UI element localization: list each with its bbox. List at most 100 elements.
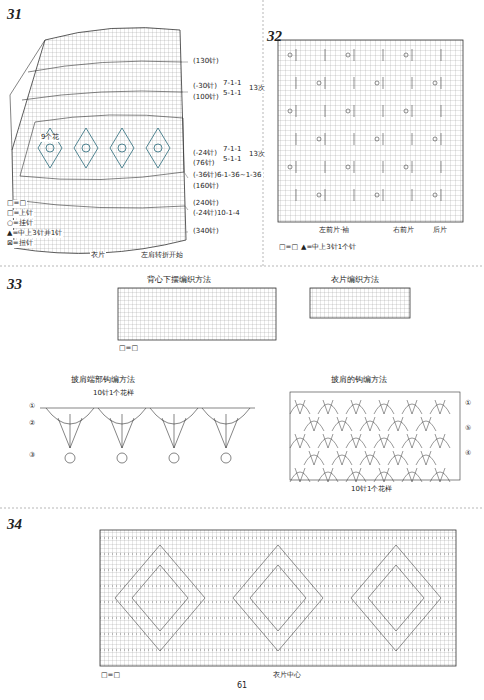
chart-label: 后片	[432, 227, 448, 235]
chart-stroke	[354, 49, 355, 61]
chart-label: 背心下摆编织方法	[146, 276, 212, 285]
chart-label: 10针1个花样	[350, 486, 393, 494]
chart-stroke	[110, 128, 134, 168]
chart-label: 左前片·袖	[318, 227, 350, 235]
chart-stroke	[296, 77, 297, 89]
chart-stroke	[146, 128, 170, 168]
chart-stroke	[325, 161, 326, 173]
chart-label: (76针)	[192, 160, 215, 168]
chart-stroke	[402, 438, 422, 448]
chart-stroke	[58, 414, 82, 448]
chart-label: ⊠=扭针	[6, 240, 34, 248]
chart-label: ○=挂针	[6, 220, 34, 228]
chart-stroke	[290, 472, 310, 482]
chart-stroke	[325, 133, 326, 145]
chart-stroke	[404, 165, 408, 169]
chart-label: (160针)	[192, 183, 220, 191]
chart-stroke	[288, 165, 292, 169]
chart-stroke	[117, 453, 127, 463]
chart-stroke	[346, 472, 366, 482]
chart-label: □=□	[118, 345, 139, 353]
section-number: 32	[266, 28, 283, 45]
chart-stroke	[46, 144, 54, 152]
chart-label: ▲=中上3针并1针	[6, 230, 63, 238]
chart-stroke	[412, 161, 413, 173]
chart-stroke	[100, 618, 456, 619]
chart-stroke	[430, 438, 450, 448]
chart-stroke	[40, 408, 255, 409]
chart-stroke	[383, 189, 384, 201]
chart-stroke	[325, 105, 326, 117]
chart-label: 左肩转折开始	[140, 252, 184, 260]
chart-stroke	[288, 109, 292, 113]
chart-stroke	[325, 189, 326, 201]
chart-stroke	[100, 570, 456, 571]
chart-stroke	[309, 451, 319, 465]
chart-label: 9个花	[40, 134, 60, 142]
chart-stroke	[214, 414, 238, 448]
chart-stroke	[233, 545, 323, 651]
chart-label: (-24针)10-1-4	[192, 210, 241, 218]
chart-stroke	[288, 53, 292, 57]
chart-stroke	[375, 81, 379, 85]
chart-stroke	[318, 472, 338, 482]
chart-stroke	[404, 109, 408, 113]
chart-label: ④	[464, 450, 472, 458]
chart-stroke	[412, 49, 413, 61]
section-number: 33	[6, 276, 23, 293]
chart-label: 13次	[248, 85, 266, 93]
chart-label: 衣片	[90, 252, 106, 260]
chart-label: (100针)	[192, 94, 220, 102]
chart-stroke	[332, 421, 352, 431]
chart-stroke	[38, 128, 62, 168]
chart-stroke	[354, 77, 355, 89]
chart-stroke	[383, 133, 384, 145]
chart-stroke	[430, 404, 450, 414]
chart-stroke	[441, 189, 442, 201]
chart-label: □=上针	[6, 210, 34, 218]
chart-stroke	[351, 434, 361, 448]
chart-stroke	[354, 133, 355, 145]
chart-stroke	[351, 400, 361, 414]
chart-stroke	[162, 414, 186, 448]
chart-stroke	[374, 472, 394, 482]
chart-stroke	[100, 538, 456, 539]
chart-stroke	[346, 404, 366, 414]
chart-label: (-30针)	[192, 83, 218, 91]
chart-label: ①	[28, 403, 36, 411]
chart-stroke	[318, 438, 338, 448]
chart-stroke	[402, 404, 422, 414]
chart-stroke	[407, 434, 417, 448]
chart-label: (130针)	[192, 58, 220, 66]
chart-stroke	[360, 455, 380, 465]
chart-stroke	[421, 417, 431, 431]
chart-stroke	[318, 404, 338, 414]
chart-stroke	[402, 472, 422, 482]
chart-stroke	[441, 133, 442, 145]
chart-label: ②	[28, 420, 36, 428]
chart-stroke	[100, 602, 456, 603]
chart-stroke	[351, 545, 441, 651]
chart-stroke	[404, 53, 408, 57]
chart-label: □=□	[100, 672, 121, 680]
chart-stroke	[132, 565, 188, 631]
chart-stroke	[346, 109, 350, 113]
chart-stroke	[65, 453, 75, 463]
chart-stroke	[100, 634, 456, 635]
chart-stroke	[354, 189, 355, 201]
chart-stroke	[388, 455, 408, 465]
chart-stroke	[295, 434, 305, 448]
chart-label: 5-1-1	[222, 156, 242, 164]
chart-stroke	[346, 53, 350, 57]
chart-stroke	[290, 438, 310, 448]
chart-stroke	[430, 472, 450, 482]
chart-stroke	[393, 417, 403, 431]
chart-label: □=□	[6, 200, 27, 208]
chart-stroke	[323, 400, 333, 414]
chart-stroke	[100, 554, 456, 555]
chart-label: ③	[28, 452, 36, 460]
chart-stroke	[296, 189, 297, 201]
chart-stroke	[412, 189, 413, 201]
chart-stroke	[325, 49, 326, 61]
